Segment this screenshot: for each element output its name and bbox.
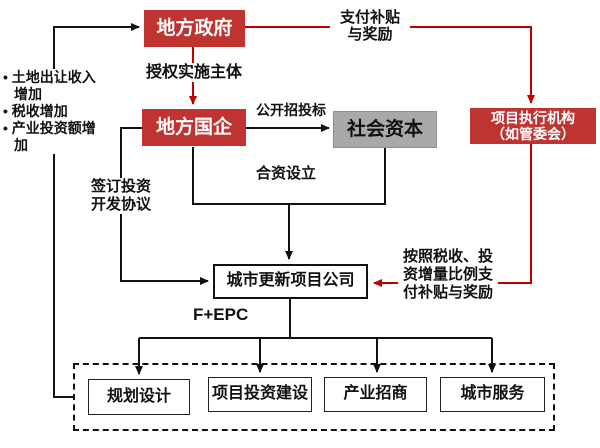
benefit-item-industry-investment: 产业投资额增加 <box>3 120 97 154</box>
node-project-executor: 项目执行机构 （如管委会） <box>470 108 596 144</box>
arrow-benefit-to-government <box>53 23 140 398</box>
benefit-item-land-revenue: 土地出让收入增加 <box>3 69 97 103</box>
label-open-bidding: 公开招投标 <box>250 102 332 118</box>
node-city-service: 城市服务 <box>440 377 545 412</box>
company-to-distribution-line <box>139 299 492 339</box>
node-local-government: 地方政府 <box>144 10 245 47</box>
benefit-note: 土地出让收入增加 税收增加 产业投资额增加 <box>3 69 97 154</box>
node-urban-renewal-project-company: 城市更新项目公司 <box>213 264 368 299</box>
label-pay-subsidy-reward: 支付补贴 与奖励 <box>330 9 410 43</box>
label-ratio-line3: 付补贴与奖励 <box>402 284 493 301</box>
label-subsidy-by-increment-ratio: 按照税收、投 资增量比例支 付补贴与奖励 <box>398 248 498 302</box>
node-social-capital: 社会资本 <box>333 111 437 148</box>
label-joint-venture: 合资设立 <box>250 165 322 183</box>
node-local-soe: 地方国企 <box>142 109 246 146</box>
node-industry-attraction: 产业招商 <box>324 377 427 412</box>
business-scope-dashed-frame <box>73 363 555 431</box>
node-planning-design: 规划设计 <box>88 379 190 415</box>
label-pay-subsidy-line1: 支付补贴 <box>339 9 400 26</box>
label-ratio-line2: 资增量比例支 <box>402 266 493 283</box>
label-pay-subsidy-line2: 与奖励 <box>347 26 393 43</box>
node-project-executor-line1: 项目执行机构 <box>491 109 575 126</box>
label-authorize-implementer: 授权实施主体 <box>138 63 250 82</box>
label-sign-line1: 签订投资 <box>90 178 151 195</box>
label-sign-investment-agreement: 签订投资 开发协议 <box>86 178 156 214</box>
node-project-investment-construction: 项目投资建设 <box>208 377 312 412</box>
label-ratio-line1: 按照税收、投 <box>402 248 493 265</box>
label-f-plus-epc: F+EPC <box>193 305 249 324</box>
node-project-executor-line2: （如管委会） <box>491 126 575 142</box>
benefit-item-tax: 税收增加 <box>3 103 97 120</box>
label-sign-line2: 开发协议 <box>90 196 151 213</box>
